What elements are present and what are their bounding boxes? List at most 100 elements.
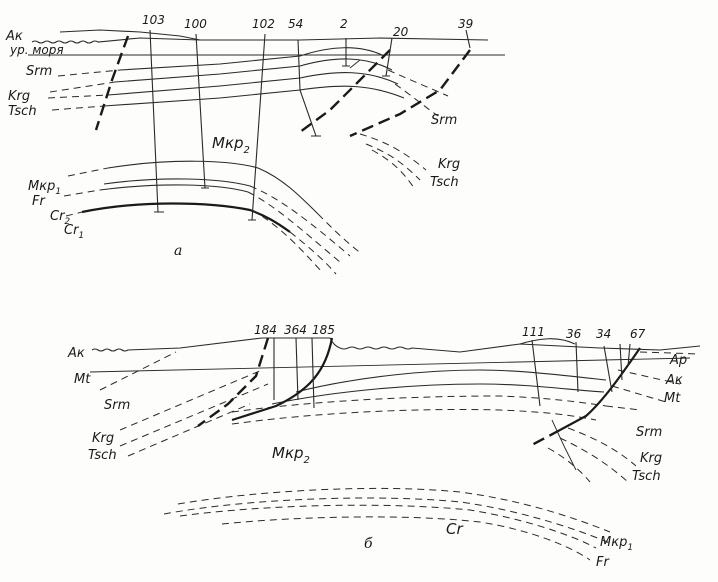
panel-b-dash-left-mt <box>99 351 177 391</box>
panel-a-well-label-20: 20 <box>393 25 409 39</box>
panel-b-label-cr: Cr <box>446 520 463 538</box>
panel-b-well-label-185: 185 <box>312 323 335 337</box>
panel-b-well-label-34: 34 <box>596 327 611 341</box>
panel-a-label-cr1: Cr1 <box>64 223 84 241</box>
panel-b-fault-right-dashed <box>529 428 561 448</box>
panel-b-well-67 <box>619 343 623 381</box>
panel-b-panel-label: б <box>364 536 373 552</box>
panel-b-label-mt: Mt <box>74 372 91 387</box>
panel-a-fault-right <box>349 49 471 138</box>
panel-a-deep-2 <box>103 178 251 187</box>
panel-a-label-srm: Srm <box>26 64 52 79</box>
panel-b-surface-bump <box>519 338 576 345</box>
panel-b-label-ak: Ак <box>67 346 85 361</box>
panel-b-horizon-1 <box>295 369 607 393</box>
panel-a-label-mkp2: Мкр2 <box>212 134 250 156</box>
panel-a-dash-r4 <box>365 143 421 181</box>
panel-b-well-36 <box>575 341 579 393</box>
panel-b-label-tsch: Tsch <box>88 448 117 463</box>
panel-b-label-ap: Ap <box>669 353 687 368</box>
panel-a-deep-4 <box>81 202 291 233</box>
panel-a-deep-dash-left-3 <box>65 211 83 217</box>
panel-b-label-tsch-right: Tsch <box>632 469 661 484</box>
panel-a-label-krg-right: Krg <box>438 157 460 172</box>
panel-a-horizon-1 <box>119 47 385 71</box>
panel-a-well-103 <box>149 29 159 213</box>
panel-b-well-label-184: 184 <box>254 323 277 337</box>
panel-a-horizon-2 <box>114 58 393 83</box>
panel-a-label-sea-level: ур. моря <box>9 43 64 57</box>
panel-a-deep-dash-left-1 <box>67 167 109 177</box>
panel-b-label-mkp1: Мкр1 <box>600 535 633 553</box>
panel-a-label-fr: Fr <box>32 194 46 209</box>
panel-a-panel-label: a <box>174 243 182 259</box>
panel-b-well-34 <box>603 345 613 393</box>
panel-b-well-364 <box>295 337 299 401</box>
panel-b-label-srm-right: Srm <box>636 425 662 440</box>
panel-b-well-label-67: 67 <box>630 327 646 341</box>
panel-a-well-ticks <box>154 65 390 221</box>
panel-b-dash-mt-right <box>611 385 667 403</box>
panel-a-deep-dash-left-2 <box>63 189 101 197</box>
panel-b-dash-ap <box>639 351 701 355</box>
panel-a-well-39 <box>465 29 471 49</box>
panel-a-fault-small <box>349 59 361 69</box>
panel-a-label-tsch-right: Tsch <box>430 175 459 190</box>
panel-b-fault-left-1 <box>197 337 270 427</box>
panel-b-dash-h3 <box>231 395 607 413</box>
panel-b-dash-left-krg <box>119 369 263 431</box>
panel-b-dash-tsch-right <box>559 437 629 483</box>
panel-b-deep-3 <box>179 504 597 549</box>
panel-a-well-label-2: 2 <box>340 17 348 31</box>
panel-a-deep-dash-4 <box>289 231 337 275</box>
panel-b-well-185 <box>311 337 315 409</box>
panel-b-dash-extra-right <box>547 447 591 483</box>
panel-b-well-label-111: 111 <box>522 325 545 339</box>
panel-b-surface-right <box>329 337 701 353</box>
panel-b-horizon-2 <box>271 383 605 405</box>
panel-b-deep-1 <box>177 487 611 533</box>
panel-a-dash-r3 <box>359 133 427 171</box>
panel-b-small-fault <box>551 419 577 471</box>
panel-b-well-67b <box>627 343 631 367</box>
panel-a-dash-krg2 <box>47 94 109 99</box>
panel-b-dash-krg-right <box>567 427 637 467</box>
panel-b-label-mt-right: Mt <box>664 391 681 406</box>
panel-a-surface-upper <box>59 29 201 41</box>
panel-a-deep-3 <box>99 184 249 193</box>
panel-b-well-label-364: 364 <box>284 323 307 337</box>
panel-a-deep-dash-1 <box>317 213 363 255</box>
panel-a-label-tsch: Tsch <box>8 104 37 119</box>
panel-a-well-20 <box>385 37 393 77</box>
panel-a-deep-dash-2 <box>249 185 351 257</box>
panel-a-dash-krg <box>49 81 116 93</box>
panel-a-deep-dash-3 <box>247 191 341 263</box>
panel-a-dash-r5 <box>371 149 415 189</box>
panel-a-well-100 <box>195 33 206 189</box>
panel-a-well-label-54: 54 <box>288 17 303 31</box>
panel-a-dash-srm <box>57 69 121 77</box>
panel-a-deep-1 <box>107 160 319 215</box>
panel-b-label-mkp2: Мкр2 <box>272 444 310 466</box>
panel-a-dash-r1 <box>387 69 449 97</box>
panel-b-dash-h4 <box>231 409 597 425</box>
panel-b-well-111 <box>531 339 541 407</box>
panel-b-dash-left-tsch <box>119 383 269 447</box>
panel-a-well-102 <box>251 33 266 221</box>
panel-b-label-fr: Fr <box>596 555 610 570</box>
panel-b-surface-left <box>91 337 330 352</box>
panel-b-fault-left-2 <box>231 337 334 422</box>
panel-b-label-krg: Krg <box>92 431 114 446</box>
panel-b-dash-srm-right <box>605 405 641 411</box>
panel-a-dash-tsch <box>51 105 105 111</box>
panel-b-dash-ak-right <box>617 369 681 385</box>
panel-a-deep-dash-5 <box>251 209 323 273</box>
panel-a-label-ak: Ак <box>5 29 23 44</box>
panel-a-well-label-100: 100 <box>184 17 207 31</box>
panel-b-deep-4 <box>221 516 591 561</box>
panel-a-well-label-39: 39 <box>458 17 473 31</box>
panel-a-label-cr2: Cr2 <box>50 209 70 227</box>
panel-a-well-54 <box>297 39 317 137</box>
